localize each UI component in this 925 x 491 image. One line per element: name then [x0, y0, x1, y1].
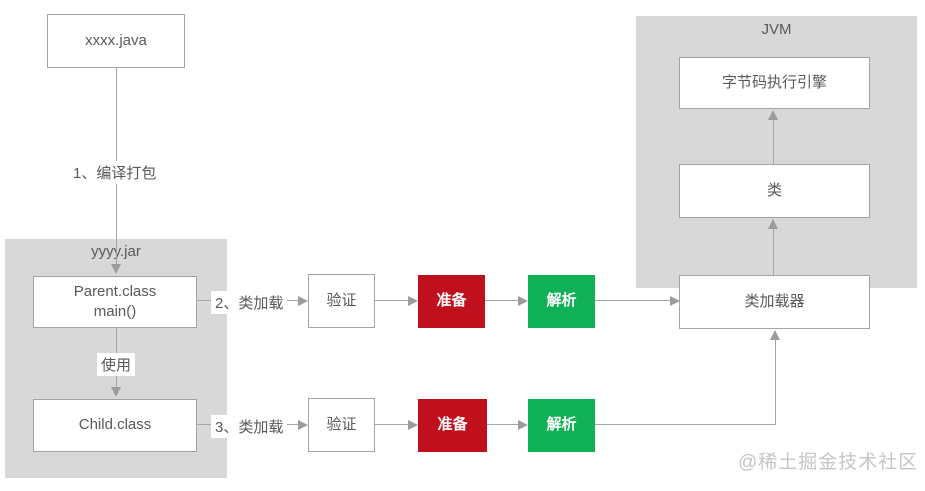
connector-line: [775, 340, 776, 425]
connector-line: [773, 229, 774, 275]
arrow-right-icon: [408, 296, 418, 306]
child-class-box: Child.class: [33, 399, 197, 452]
watermark: @稀土掘金技术社区: [738, 452, 919, 473]
arrow-right-icon: [518, 296, 528, 306]
class-load-step-3-label: 3、类加载: [211, 415, 288, 438]
connector-line: [773, 120, 774, 164]
prepare-box-row2: 准备: [418, 275, 485, 328]
arrow-up-icon: [768, 110, 778, 120]
prepare-label: 准备: [436, 292, 467, 310]
prepare-box-row3: 准备: [418, 399, 487, 452]
verify-box-row3: 验证: [308, 398, 375, 452]
source-file-label: xxxx.java: [85, 31, 147, 49]
connector-line: [485, 300, 518, 301]
resolve-box-row2: 解析: [528, 275, 595, 328]
compile-package-step-label: 1、编译打包: [69, 161, 161, 184]
arrow-down-icon: [111, 387, 121, 397]
source-file-box: xxxx.java: [47, 14, 185, 68]
arrow-down-icon: [111, 264, 121, 274]
resolve-box-row3: 解析: [528, 399, 595, 452]
bytecode-engine-label: 字节码执行引擎: [721, 73, 827, 91]
class-label: 类: [766, 181, 782, 199]
prepare-label: 准备: [437, 416, 468, 434]
resolve-label: 解析: [546, 416, 577, 434]
resolve-label: 解析: [546, 292, 577, 310]
verify-label: 验证: [326, 415, 357, 433]
connector-line: [375, 424, 408, 425]
arrow-right-icon: [298, 296, 308, 306]
class-box: 类: [679, 164, 870, 218]
arrow-right-icon: [670, 296, 680, 306]
class-loader-box: 类加载器: [679, 275, 870, 329]
connector-line: [595, 424, 776, 425]
jvm-group-title: JVM: [761, 21, 792, 38]
arrow-right-icon: [518, 420, 528, 430]
connector-line: [595, 300, 670, 301]
class-load-step-2-label: 2、类加载: [211, 291, 288, 314]
connector-line: [375, 300, 408, 301]
bytecode-engine-box: 字节码执行引擎: [679, 57, 870, 109]
jar-group-title: yyyy.jar: [91, 243, 141, 260]
parent-class-name: Parent.class: [73, 282, 157, 300]
parent-class-box: Parent.class main(): [33, 276, 197, 328]
parent-class-main: main(): [93, 303, 137, 320]
arrow-up-icon: [770, 330, 780, 340]
arrow-up-icon: [768, 219, 778, 229]
child-class-label: Child.class: [78, 416, 152, 434]
arrow-right-icon: [408, 420, 418, 430]
arrow-right-icon: [298, 420, 308, 430]
use-label: 使用: [97, 353, 136, 376]
verify-label: 验证: [326, 291, 357, 309]
verify-box-row2: 验证: [308, 274, 375, 328]
connector-line: [485, 424, 518, 425]
class-loader-label: 类加载器: [744, 292, 805, 310]
